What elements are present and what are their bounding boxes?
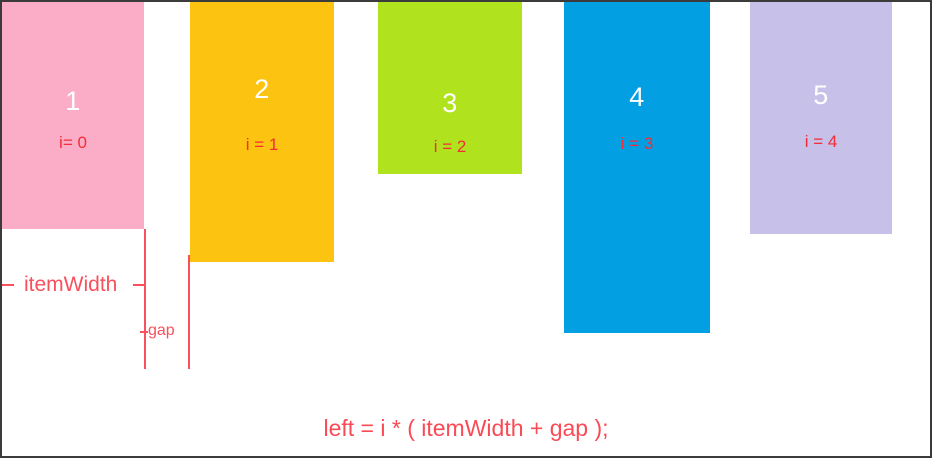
item-number-label: 4: [629, 82, 645, 112]
itemwidth-label: itemWidth: [24, 273, 118, 296]
item-index-label: i = 2: [433, 137, 467, 156]
item-bar-1: 1 i= 0: [2, 2, 144, 229]
item-bar-5: 5 i = 4: [750, 2, 892, 234]
formula-text: left = i * ( itemWidth + gap );: [323, 415, 609, 441]
gap-right-guide-line: [188, 255, 190, 369]
item-number-label: 2: [254, 74, 270, 104]
item-index-label: i = 3: [620, 134, 654, 153]
gap-label: gap: [148, 322, 175, 339]
gap-left-tick: [140, 331, 148, 333]
item-number-label: 5: [813, 80, 829, 110]
item-index-label: i= 0: [59, 133, 87, 152]
item-index-label: i = 1: [245, 135, 279, 154]
itemwidth-left-tick: [2, 284, 14, 286]
itemwidth-right-tick: [133, 284, 145, 286]
item-bar-2: 2 i = 1: [190, 2, 334, 262]
item-bar-4: 4 i = 3: [564, 2, 710, 333]
itemwidth-guide-line: [144, 229, 146, 369]
item-number-label: 1: [65, 86, 81, 116]
item-bar-3: 3 i = 2: [378, 2, 522, 174]
item-index-label: i = 4: [804, 132, 838, 151]
item-number-label: 3: [442, 88, 458, 118]
